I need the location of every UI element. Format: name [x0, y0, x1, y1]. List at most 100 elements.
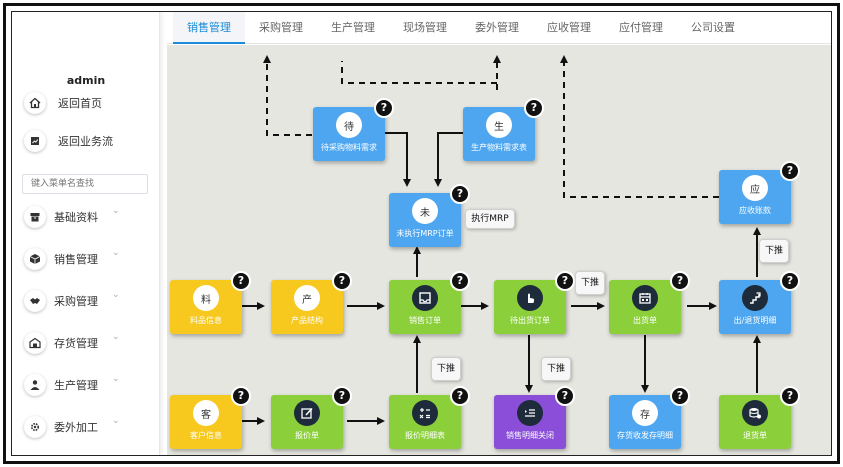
home-link-label: 返回首页: [58, 97, 102, 110]
business-flow-canvas: 待 待采购物料需求 ? 生 生产物料需求表 ? 未 未执行MRP订单 ? 执行M…: [167, 45, 831, 455]
help-icon[interactable]: ?: [231, 271, 251, 291]
edit-icon: [294, 400, 320, 426]
sidebar-item-outsourcing[interactable]: 委外加工 ⌄: [24, 414, 154, 440]
sidebar-item-label: 生产管理: [54, 379, 98, 392]
node-char-icon: 生: [486, 112, 512, 138]
node-label: 报价单: [295, 431, 319, 440]
window-frame: admin 返回首页 返回业务流 基础资料 ⌄ 销售管理: [3, 3, 840, 464]
help-icon[interactable]: ?: [780, 271, 800, 291]
node-label: 料品信息: [190, 316, 222, 325]
sidebar: admin 返回首页 返回业务流 基础资料 ⌄ 销售管理: [12, 12, 160, 455]
tab-payables[interactable]: 应付管理: [619, 21, 663, 34]
push-down-button[interactable]: 下推: [575, 271, 605, 295]
node-return-order[interactable]: 退货单 ?: [719, 386, 800, 449]
list-icon: [517, 400, 543, 426]
tab-sales[interactable]: 销售管理: [173, 12, 245, 44]
home-icon: [24, 92, 46, 114]
help-icon[interactable]: ?: [332, 386, 352, 406]
help-icon[interactable]: ?: [231, 386, 251, 406]
chevron-down-icon: ⌄: [112, 374, 120, 384]
menu-search-input[interactable]: [22, 174, 148, 194]
tab-shopfloor[interactable]: 现场管理: [403, 21, 447, 34]
sidebar-item-inventory[interactable]: 存货管理 ⌄: [24, 330, 154, 356]
node-label: 退货单: [743, 431, 767, 440]
node-customer-info[interactable]: 客 客户信息 ?: [170, 386, 251, 449]
business-flow-label: 返回业务流: [58, 135, 113, 148]
chevron-down-icon: ⌄: [112, 416, 120, 426]
warehouse-icon: [24, 332, 46, 354]
help-icon[interactable]: ?: [450, 271, 470, 291]
business-flow-link[interactable]: 返回业务流: [24, 128, 113, 154]
node-char-icon: 客: [193, 400, 219, 426]
help-icon[interactable]: ?: [670, 271, 690, 291]
node-pending-shipment-order[interactable]: 待出货订单 ?: [494, 271, 575, 334]
chevron-down-icon: ⌄: [112, 206, 120, 216]
node-label: 出货单: [633, 316, 657, 325]
calculator-icon: [412, 400, 438, 426]
module-tabs: 销售管理 采购管理 生产管理 现场管理 委外管理 应收管理 应付管理 公司设置: [167, 12, 831, 44]
dashed-link-production-branch: [341, 61, 497, 84]
node-material-info[interactable]: 料 料品信息 ?: [170, 271, 251, 334]
tab-receivables[interactable]: 应收管理: [547, 21, 591, 34]
sidebar-item-label: 销售管理: [54, 253, 98, 266]
node-unexecuted-mrp[interactable]: 未 未执行MRP订单 ?: [389, 184, 470, 247]
sidebar-item-sales[interactable]: 销售管理 ⌄: [24, 246, 154, 272]
tab-purchasing[interactable]: 采购管理: [259, 21, 303, 34]
tab-outsourcing[interactable]: 委外管理: [475, 21, 519, 34]
push-down-button[interactable]: 下推: [431, 357, 461, 381]
inbox-icon: [412, 285, 438, 311]
node-char-icon: 未: [412, 198, 438, 224]
node-label: 未执行MRP订单: [396, 229, 454, 238]
help-icon[interactable]: ?: [555, 386, 575, 406]
execute-mrp-button[interactable]: 执行MRP: [465, 209, 515, 229]
sidebar-item-label: 采购管理: [54, 295, 98, 308]
box-icon: [24, 206, 46, 228]
node-quotation-detail[interactable]: 报价明细表 ?: [389, 386, 470, 449]
sidebar-item-purchasing[interactable]: 采购管理 ⌄: [24, 288, 154, 314]
node-sales-detail-close[interactable]: 销售明细关闭 ?: [494, 386, 575, 449]
help-icon[interactable]: ?: [332, 271, 352, 291]
push-down-button[interactable]: 下推: [759, 239, 789, 263]
node-char-icon: 产: [294, 285, 320, 311]
sidebar-item-label: 存货管理: [54, 337, 98, 350]
help-icon[interactable]: ?: [780, 161, 800, 181]
node-pending-purchase-req[interactable]: 待 待采购物料需求 ?: [313, 98, 394, 161]
help-icon[interactable]: ?: [374, 98, 394, 118]
node-char-icon: 存: [632, 400, 658, 426]
node-sales-order[interactable]: 销售订单 ?: [389, 271, 470, 334]
node-label: 存货收发存明细: [617, 431, 673, 440]
sidebar-item-production[interactable]: 生产管理 ⌄: [24, 372, 154, 398]
node-char-icon: 料: [193, 285, 219, 311]
tab-company-settings[interactable]: 公司设置: [691, 21, 735, 34]
sidebar-item-label: 基础资料: [54, 211, 98, 224]
help-icon[interactable]: ?: [555, 271, 575, 291]
home-link[interactable]: 返回首页: [24, 90, 102, 116]
help-icon[interactable]: ?: [524, 98, 544, 118]
help-icon[interactable]: ?: [670, 386, 690, 406]
sidebar-item-label: 委外加工: [54, 421, 98, 434]
help-icon[interactable]: ?: [450, 386, 470, 406]
app-shell: admin 返回首页 返回业务流 基础资料 ⌄ 销售管理: [11, 11, 832, 456]
node-shipment[interactable]: 出货单 ?: [609, 271, 690, 334]
node-production-material-req[interactable]: 生 生产物料需求表 ?: [463, 98, 544, 161]
node-quotation[interactable]: 报价单 ?: [271, 386, 352, 449]
gear-icon: [24, 416, 46, 438]
node-label: 销售订单: [409, 316, 441, 325]
node-ship-return-detail[interactable]: 出/退货明细 ?: [719, 271, 800, 334]
node-label: 报价明细表: [405, 431, 445, 440]
help-icon[interactable]: ?: [450, 184, 470, 204]
push-down-button[interactable]: 下推: [541, 357, 571, 381]
help-icon[interactable]: ?: [780, 386, 800, 406]
node-receivables[interactable]: 应 应收账款 ?: [719, 161, 800, 224]
chevron-down-icon: ⌄: [112, 290, 120, 300]
node-inventory-detail[interactable]: 存 存货收发存明细 ?: [609, 386, 690, 449]
sidebar-item-basic-data[interactable]: 基础资料 ⌄: [24, 204, 154, 230]
calendar-icon: [632, 285, 658, 311]
node-label: 客户信息: [190, 431, 222, 440]
node-label: 待出货订单: [510, 316, 550, 325]
database-icon: [742, 400, 768, 426]
handshake-icon: [24, 290, 46, 312]
worker-icon: [24, 374, 46, 396]
tab-production[interactable]: 生产管理: [331, 21, 375, 34]
node-product-structure[interactable]: 产 产品结构 ?: [271, 271, 352, 334]
